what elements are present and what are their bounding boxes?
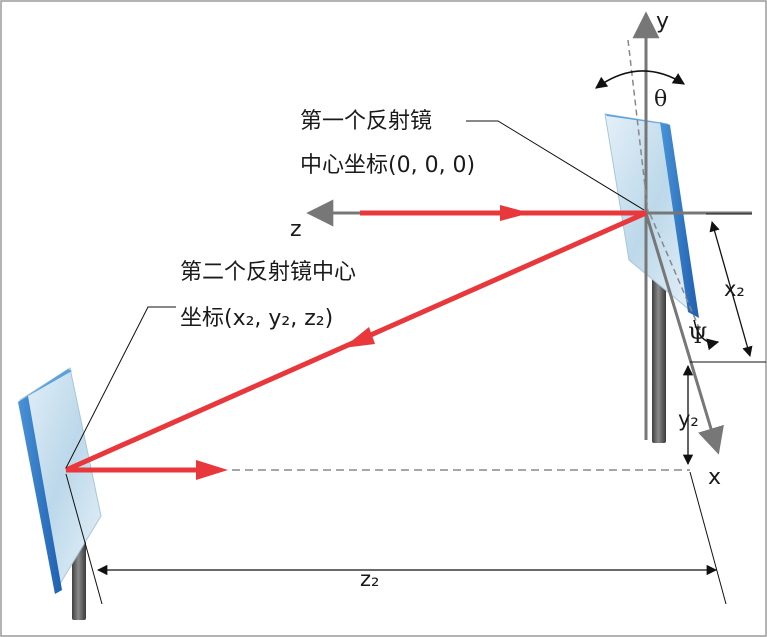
x-axis-line (644, 212, 724, 455)
mirror2-label-line2: 坐标(x₂, y₂, z₂) (180, 306, 333, 331)
x2-dim-line (709, 220, 753, 358)
theta-label: θ (654, 87, 667, 112)
z2-dim-label: z₂ (360, 567, 379, 591)
beam-diagonal-arrow (343, 327, 375, 348)
theta-arc (595, 70, 686, 89)
mirror2-glass (19, 367, 102, 594)
mirror2-label-line1: 第二个反射镜中心 (180, 260, 356, 285)
y2-dim-label: y₂ (678, 407, 699, 431)
mirror2-top (18, 369, 72, 402)
mirror1-edge (660, 122, 699, 318)
mirror1-leader (466, 120, 645, 211)
beam-incoming-arrow (500, 205, 530, 221)
mirror2-post (72, 540, 86, 620)
psi-label: Ψ (688, 324, 707, 349)
mirror1-label-line1: 第一个反射镜 (300, 109, 432, 134)
z-axis-label: z (290, 217, 302, 242)
z2-ext-left (65, 473, 103, 605)
x-axis-label: x (708, 465, 721, 490)
mirror1-post (652, 270, 666, 443)
mirror1-label-line2: 中心坐标(0, 0, 0) (300, 153, 475, 178)
mirror2-edge (18, 396, 62, 594)
mirror1-plane-dashed (649, 213, 701, 331)
mirror1-normal-dashed (627, 39, 649, 213)
mirror2-leader (65, 306, 176, 469)
beam-outgoing-arrow (196, 460, 228, 480)
y-axis-label: y (656, 9, 669, 34)
x2-dim-label: x₂ (724, 277, 745, 301)
z2-ext-right (689, 471, 727, 605)
mirror2 (18, 367, 102, 594)
